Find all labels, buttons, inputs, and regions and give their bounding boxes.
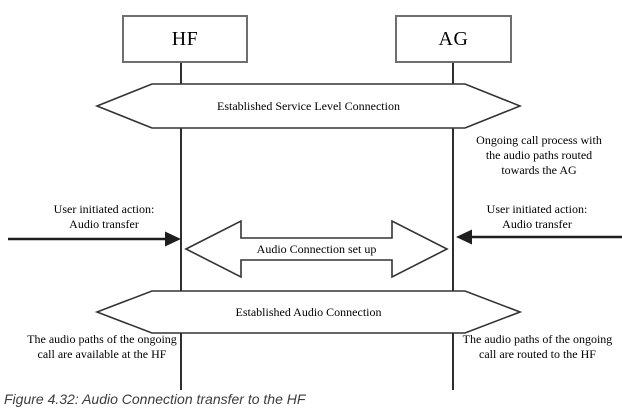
ongoing-call-note: Ongoing call process with the audio path… <box>476 133 602 177</box>
hf-result-note: The audio paths of the ongoing call are … <box>27 332 177 361</box>
left-user-action-note: User initiated action: Audio transfer <box>53 202 155 231</box>
audio-connection-label: Established Audio Connection <box>235 304 382 319</box>
left-action-arrowhead <box>165 231 181 247</box>
actor-box-hf: HF <box>122 15 248 63</box>
right-user-action-note: User initiated action: Audio transfer <box>486 202 588 231</box>
audio-connection-setup-label: Audio Connection set up <box>256 241 377 256</box>
figure-caption: Figure 4.32: Audio Connection transfer t… <box>4 391 306 407</box>
actor-box-ag: AG <box>395 15 512 63</box>
service-level-connection-label: Established Service Level Connection <box>217 98 400 113</box>
ag-result-note: The audio paths of the ongoing call are … <box>462 332 613 361</box>
